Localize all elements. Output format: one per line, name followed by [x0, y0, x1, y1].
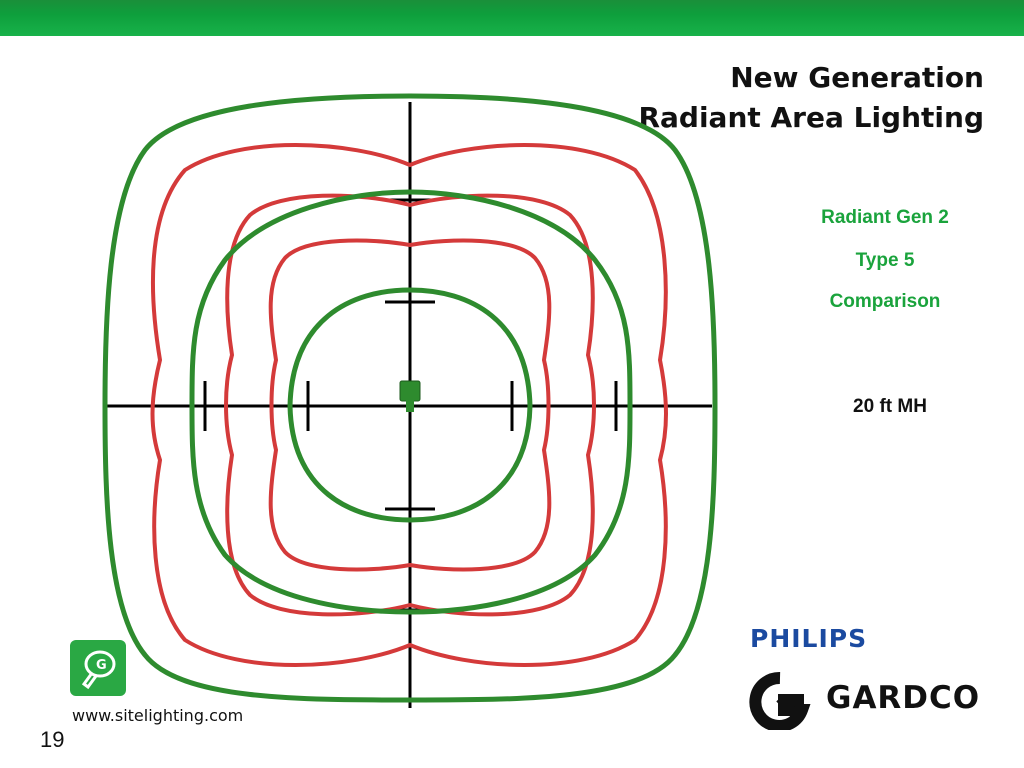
red-contour-outer	[150, 143, 668, 667]
green-contour-outer	[102, 93, 718, 703]
red-contours	[150, 143, 668, 667]
luminaire-marker-icon	[399, 380, 421, 412]
green-contour-middle	[189, 189, 633, 615]
title-line-1: New Generation	[730, 61, 984, 94]
legend-product: Radiant Gen 2	[821, 207, 949, 228]
gardco-logo-text: GARDCO	[826, 680, 981, 716]
green-contours	[102, 93, 718, 703]
site-url: www.sitelighting.com	[72, 706, 244, 725]
red-contour-2	[224, 193, 596, 617]
red-contour-3	[268, 238, 552, 572]
page-title: New Generation Radiant Area Lighting	[638, 58, 984, 138]
title-line-2: Radiant Area Lighting	[638, 101, 984, 134]
philips-logo: PHILIPS	[750, 624, 868, 653]
header-bar	[0, 0, 1024, 36]
svg-text:G: G	[96, 658, 107, 673]
page-number: 19	[40, 727, 65, 752]
legend-type: Type 5	[855, 250, 915, 271]
legend-comparison: Comparison	[829, 291, 941, 312]
green-contour-inner	[287, 287, 533, 523]
bulb-badge-icon: G	[70, 640, 126, 696]
mounting-height-label: 20 ft MH	[853, 396, 927, 417]
gardco-g-icon	[749, 671, 811, 730]
